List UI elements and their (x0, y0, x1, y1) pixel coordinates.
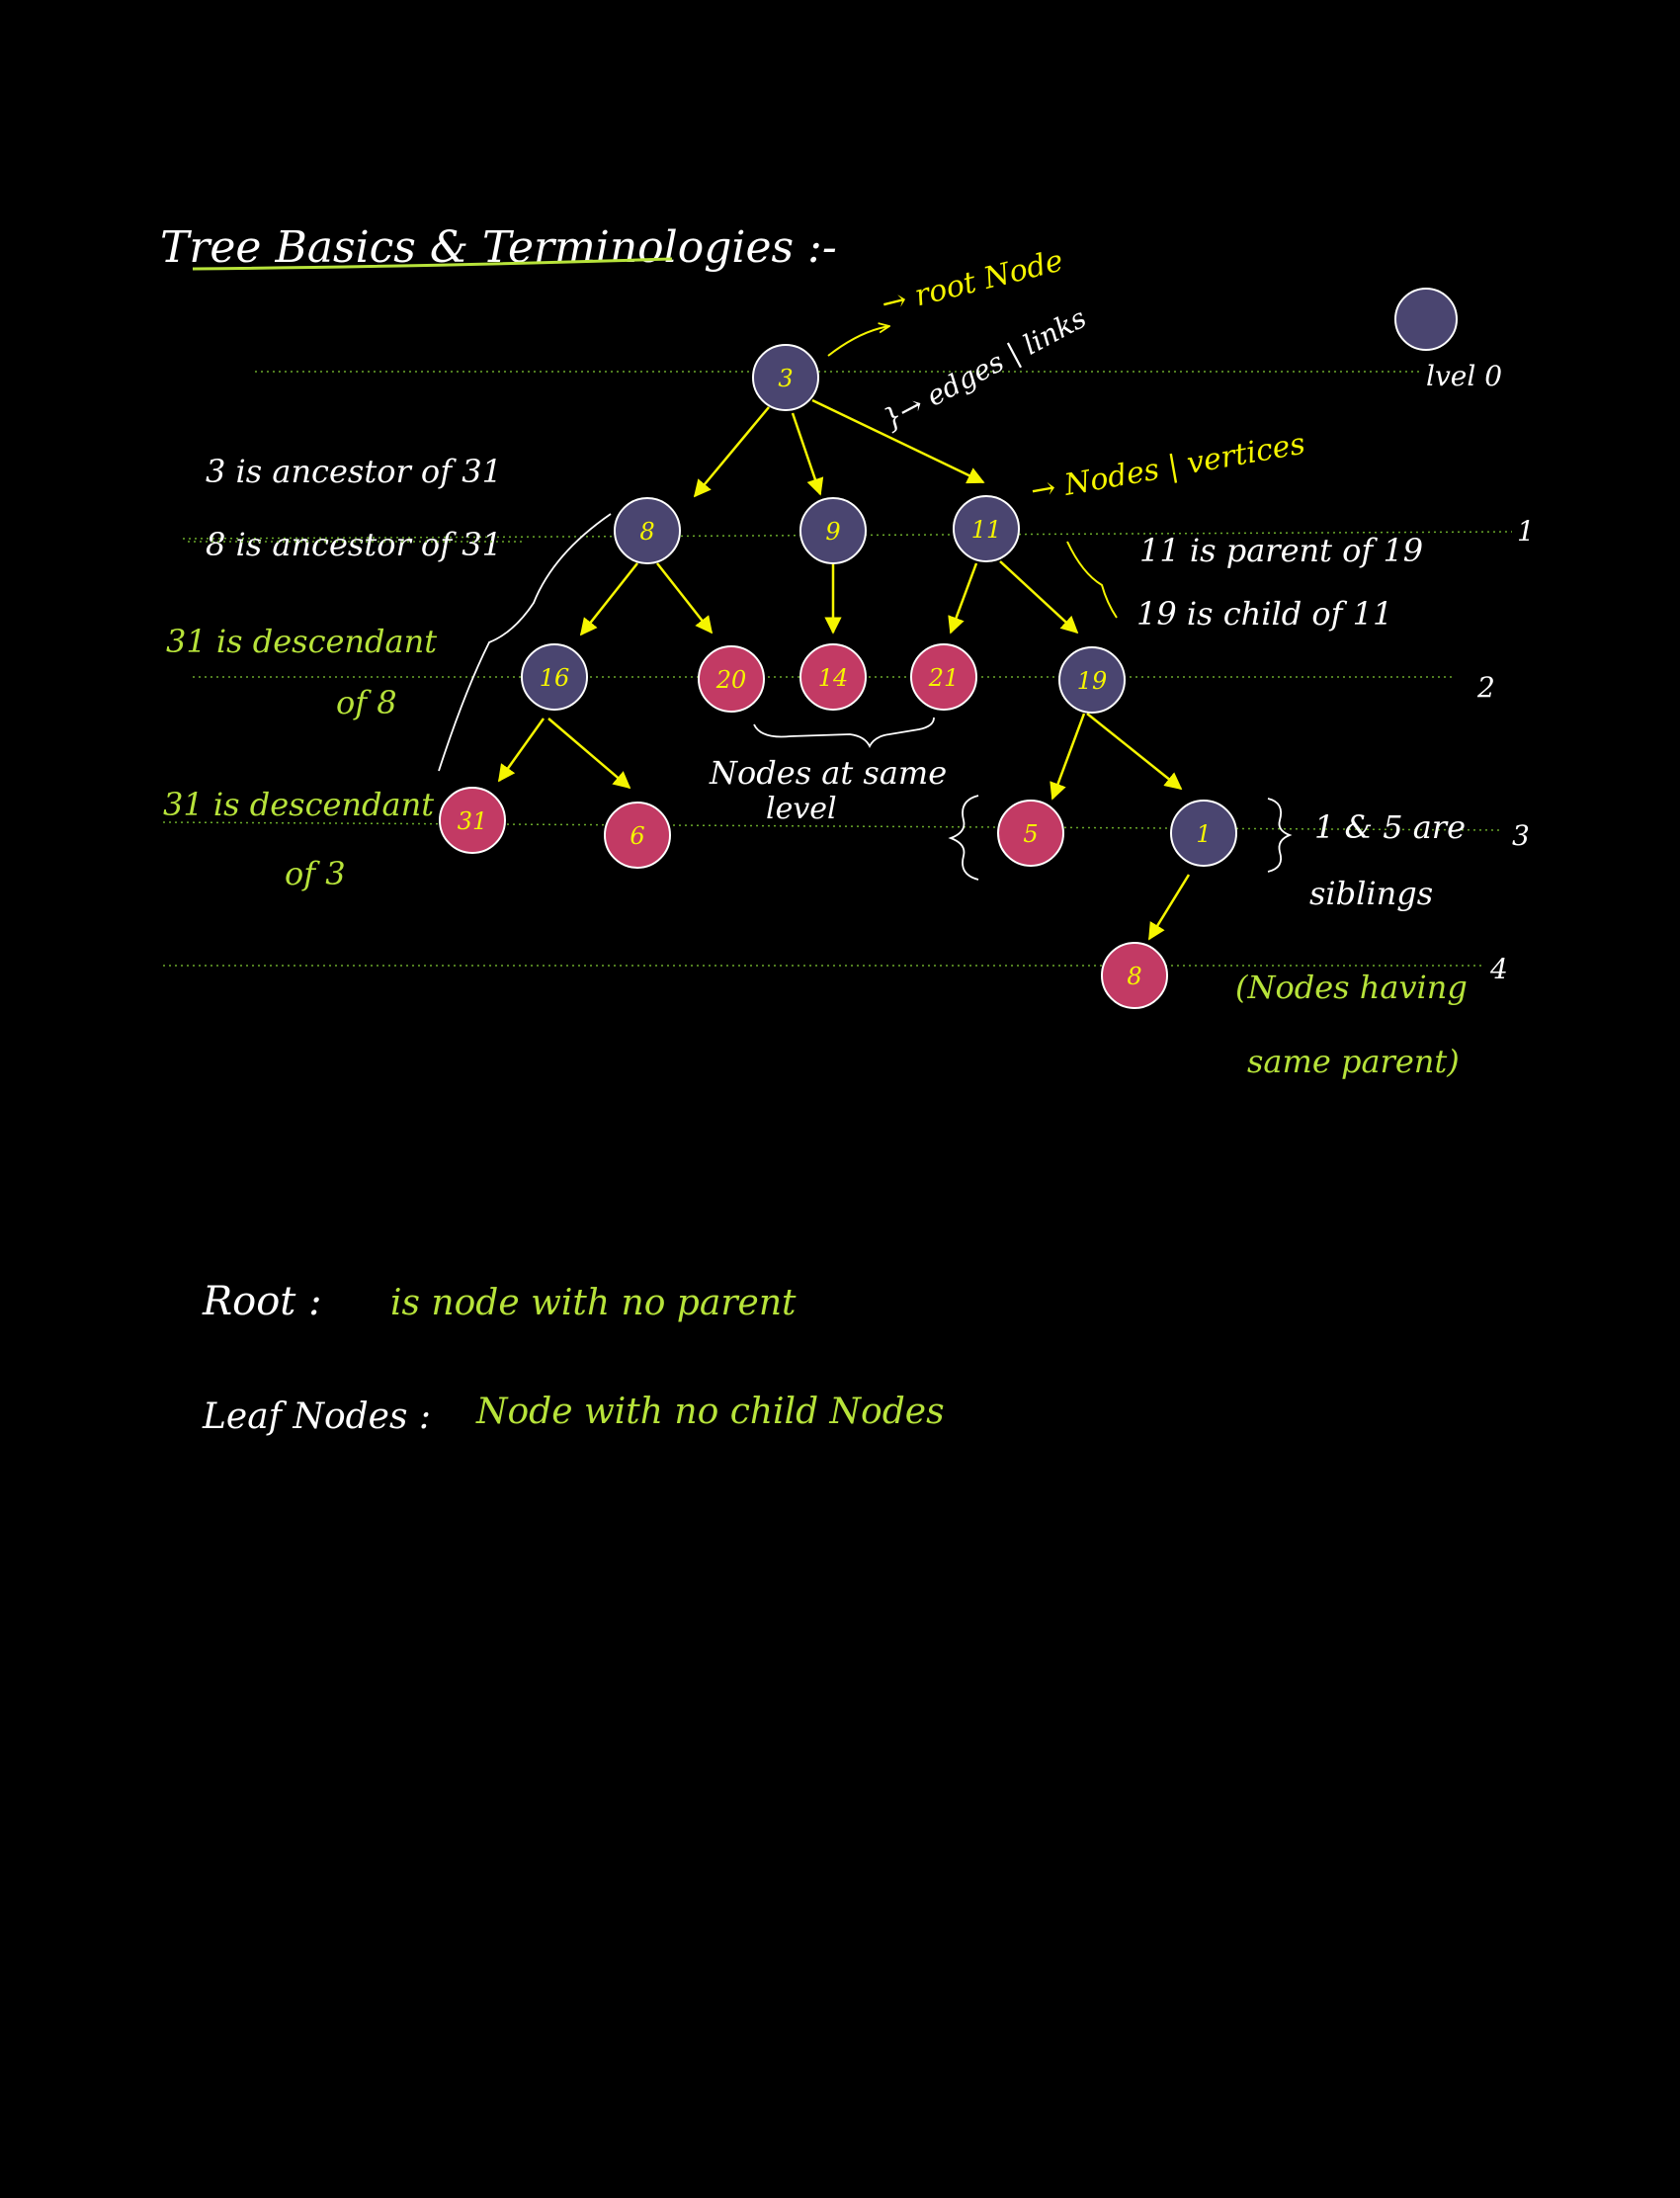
siblings-left-brace (948, 795, 979, 881)
edge-11-19 (999, 560, 1079, 634)
node-3 (752, 344, 819, 411)
node-11 (953, 495, 1020, 562)
level-label-3: 3 (1512, 819, 1530, 852)
edges-links-annotation: }→ edges | links (878, 301, 1092, 436)
node-label-6: 6 (630, 822, 644, 850)
edge-3-8 (693, 406, 770, 498)
node-19 (1058, 646, 1126, 714)
edge-3-9 (791, 412, 824, 496)
legend-node (1394, 288, 1458, 351)
descendant-annotation-1-line1: 31 is descendant (166, 623, 437, 660)
leaf-nodes (439, 643, 1168, 1009)
root-term: Root : (202, 1279, 322, 1324)
root-node-pointer (827, 326, 889, 357)
node-16 (521, 643, 588, 711)
node-14 (799, 643, 867, 711)
siblings-right-brace (1267, 798, 1293, 873)
level-label-2: 2 (1476, 671, 1495, 704)
edge-19-1 (1086, 713, 1183, 791)
node-label-31: 31 (458, 807, 488, 835)
node-label-9: 9 (825, 518, 840, 546)
leaf-definition: Node with no child Nodes (475, 1392, 945, 1432)
siblings-note-line2: same parent) (1247, 1043, 1460, 1080)
edge-8-16 (579, 562, 638, 636)
node-8 (614, 497, 681, 564)
node-label-19: 19 (1077, 667, 1108, 695)
siblings-annotation-line2: siblings (1309, 875, 1433, 912)
node-21 (910, 643, 977, 711)
parent-of-annotation: 11 is parent of 19 (1139, 532, 1423, 569)
nodes-vertices-annotation: → Nodes | vertices (1028, 427, 1307, 509)
node-label-21: 21 (928, 664, 960, 692)
node-1 (1170, 800, 1237, 867)
node-label-3: 3 (778, 365, 793, 392)
siblings-note-line1: (Nodes having (1235, 969, 1468, 1006)
ancestor-annotation-1: 3 is ancestor of 31 (206, 453, 502, 490)
root-definition: is node with no parent (390, 1283, 797, 1323)
level-labels: lvel 0 1 2 3 4 (1426, 360, 1535, 985)
node-6 (604, 802, 671, 869)
node-label-5: 5 (1023, 820, 1038, 848)
node-20 (698, 645, 765, 713)
internal-nodes (521, 288, 1458, 867)
edge-19-5 (1050, 713, 1086, 801)
node-label-8-leaf: 8 (1127, 963, 1141, 990)
node-label-8: 8 (639, 518, 654, 546)
same-level-annotation-line1: Nodes at same (709, 754, 947, 792)
edge-3-11 (811, 398, 985, 484)
siblings-annotation-line1: 1 & 5 are (1314, 808, 1466, 846)
edge-16-6 (547, 718, 631, 790)
level-label-1: 1 (1517, 515, 1535, 548)
descendant-annotation-2-line2: of 3 (285, 855, 346, 892)
parent-child-bracket (1066, 541, 1118, 619)
level-3-line (162, 821, 1503, 831)
edge-11-21 (948, 562, 978, 634)
edge-16-31 (497, 718, 546, 783)
node-label-1: 1 (1196, 820, 1211, 848)
node-5 (997, 800, 1064, 867)
node-labels: 3 8 9 11 16 20 14 21 19 31 6 5 1 8 (458, 365, 1212, 990)
node-31 (439, 787, 506, 854)
descendant-annotation-1-line2: of 8 (336, 684, 397, 721)
root-node-annotation: → root Node (878, 243, 1066, 321)
node-label-11: 11 (971, 516, 1002, 544)
level-label-4: 4 (1489, 953, 1508, 985)
title-underline (192, 257, 673, 271)
leaf-term: Leaf Nodes : (202, 1396, 431, 1437)
edge-1-8 (1147, 874, 1191, 941)
same-level-brace (753, 717, 935, 749)
node-label-16: 16 (540, 664, 570, 692)
node-label-14: 14 (818, 664, 849, 692)
node-label-20: 20 (715, 666, 747, 694)
page-title: Tree Basics & Terminologies :- (160, 222, 837, 273)
descendant-annotation-2-line1: 31 is descendant (163, 786, 434, 823)
child-of-annotation: 19 is child of 11 (1136, 595, 1392, 633)
node-9 (799, 497, 867, 564)
ancestor-bracket (438, 513, 612, 772)
legend-node-label: lvel 0 (1426, 360, 1502, 392)
node-8-leaf (1101, 942, 1168, 1009)
ancestor-annotation-2: 8 is ancestor of 31 (206, 526, 502, 563)
same-level-annotation-line2: level (766, 792, 837, 826)
tree-edges (497, 398, 1191, 941)
edge-8-20 (656, 562, 714, 634)
